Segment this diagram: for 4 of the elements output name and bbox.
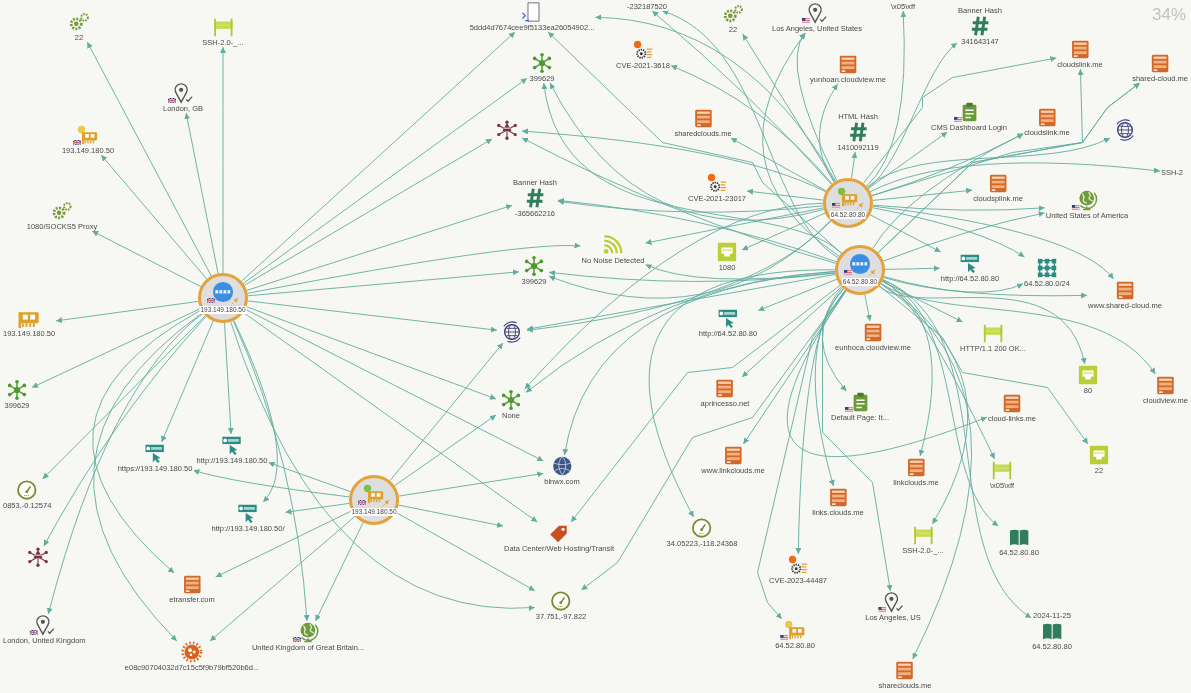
entity-ring [349,475,399,525]
entity-ring [823,178,873,228]
entity-ring [835,245,885,295]
entity-ring [198,273,248,323]
